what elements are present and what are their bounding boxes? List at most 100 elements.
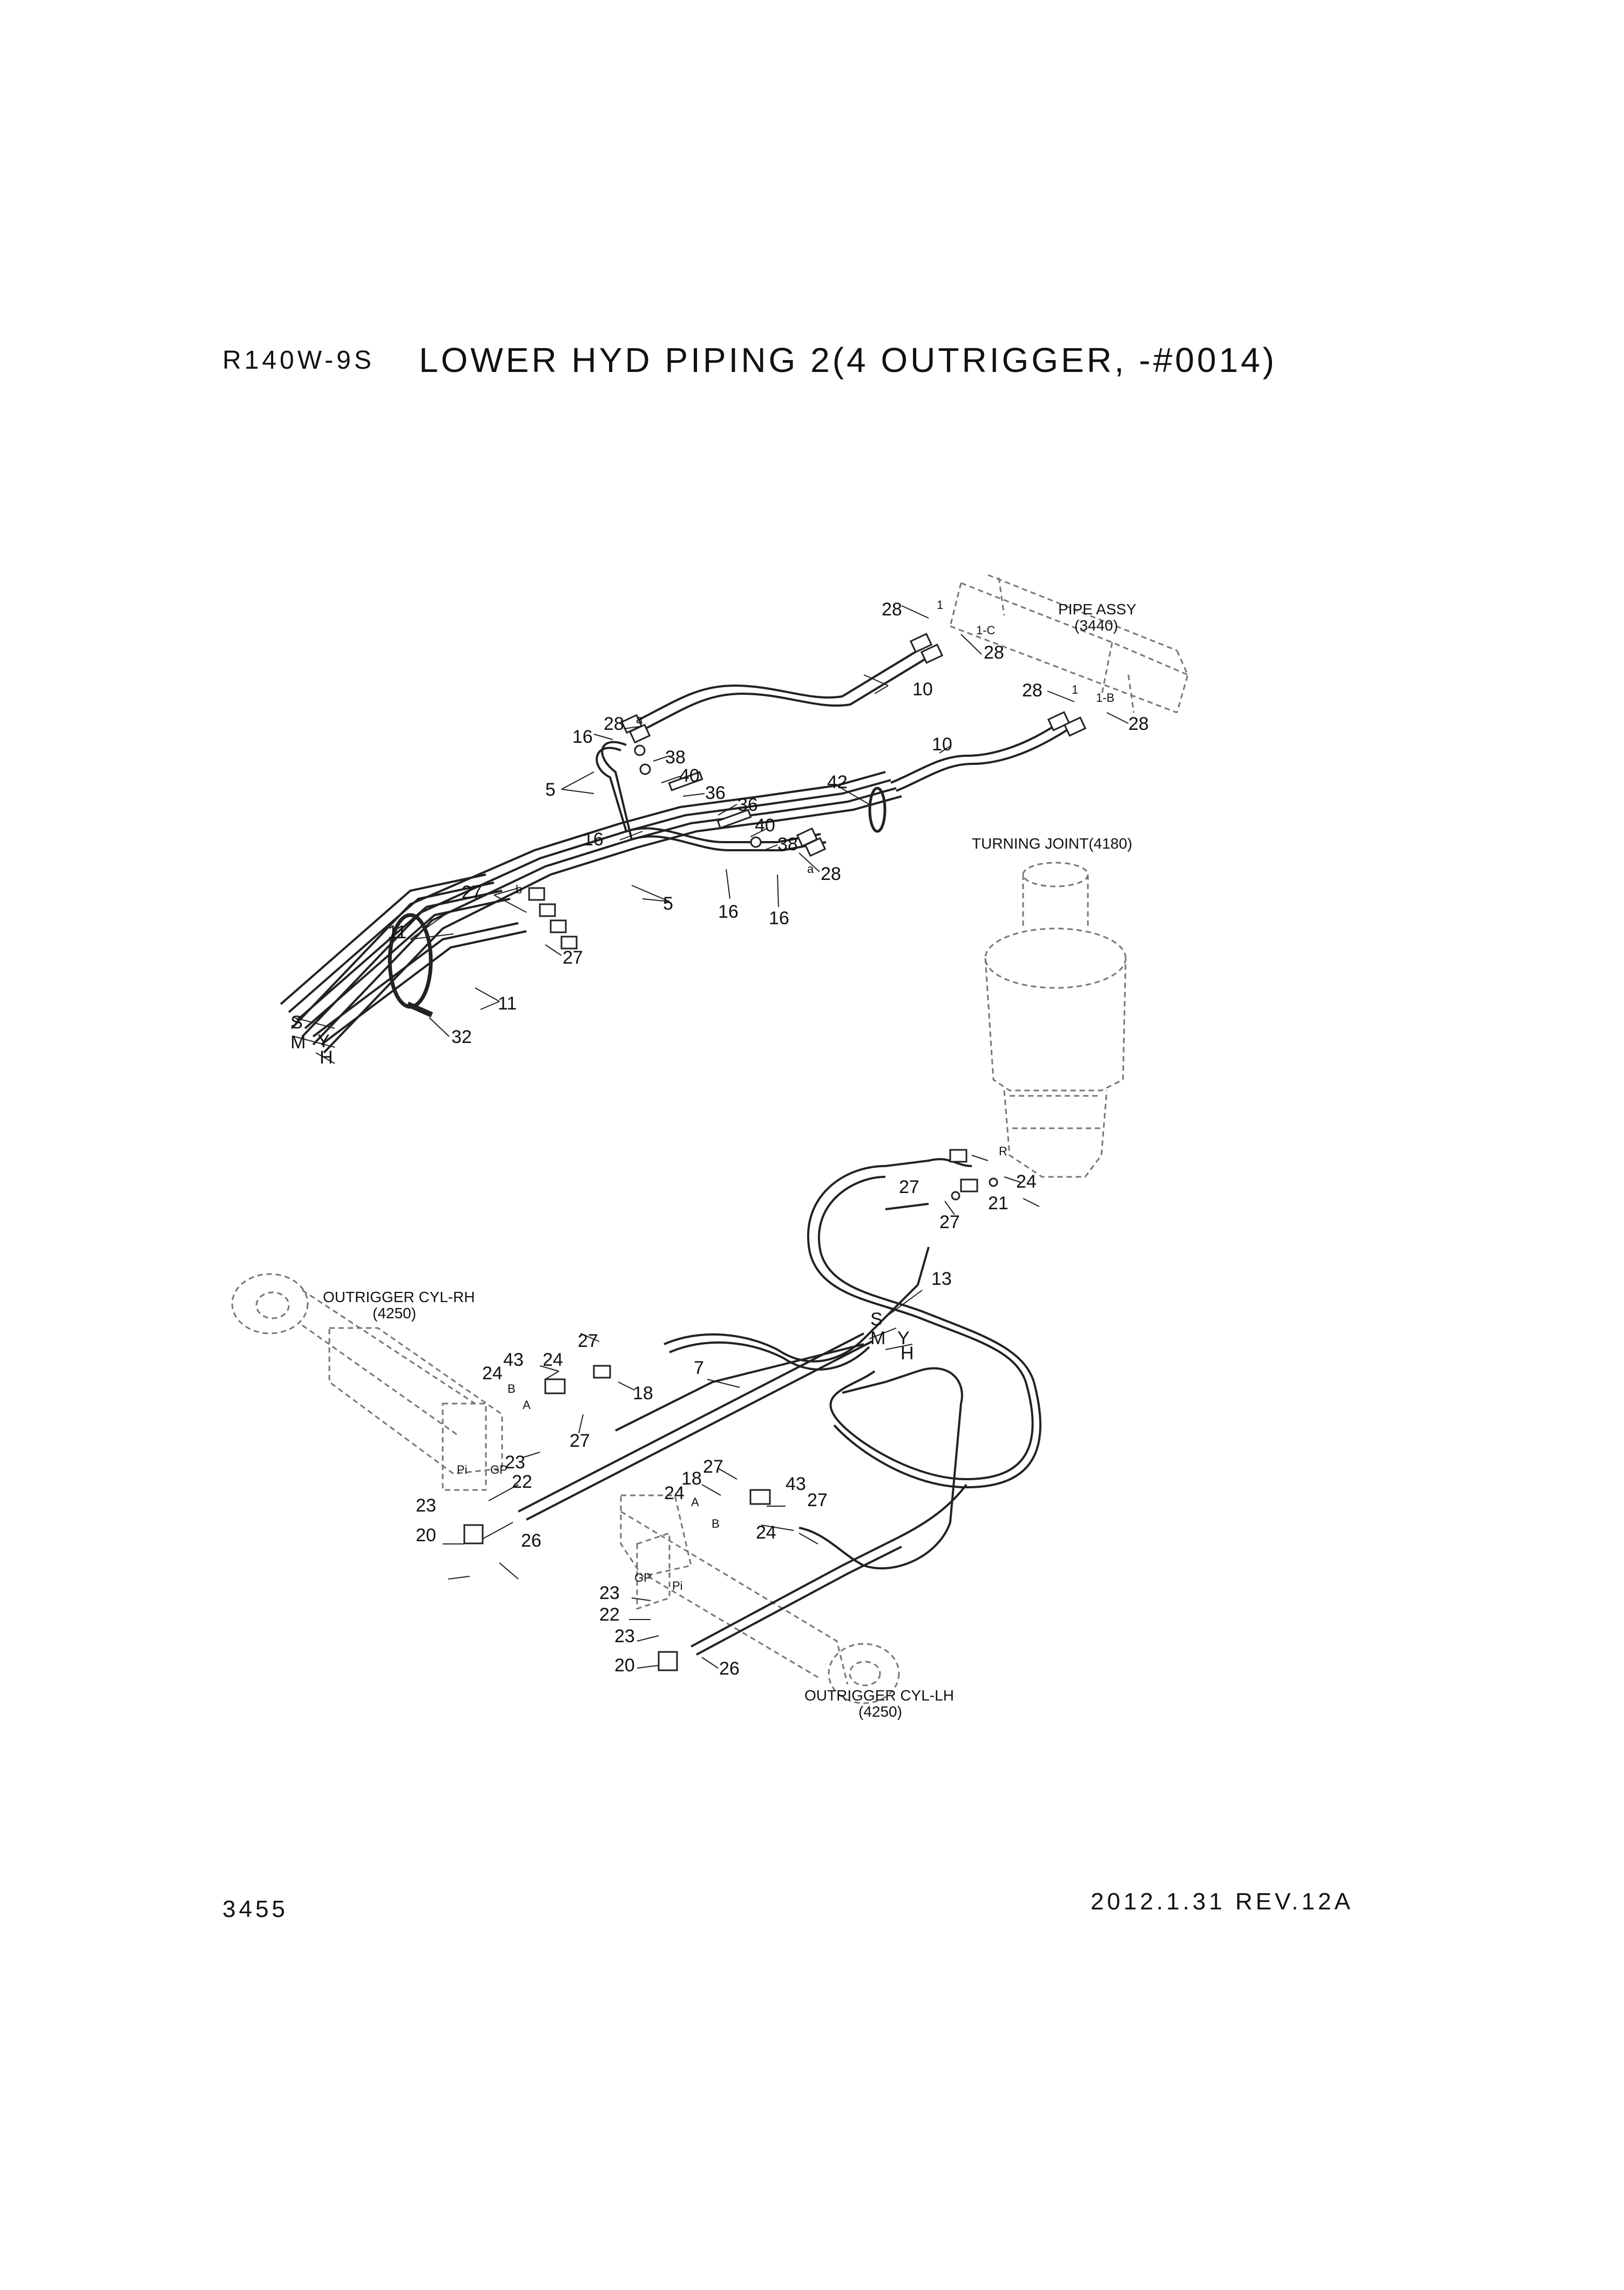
note-outrigger-cyl-lh-ref: (4250) [858,1703,902,1720]
callout-18: 18 [681,1468,702,1489]
callout-5: 5 [663,893,673,914]
port-b: B [712,1517,720,1530]
hose-16-loop [596,741,633,840]
port-y: Y [897,1328,910,1349]
callout-43: 43 [503,1350,524,1370]
callout-16: 16 [718,902,739,922]
callout-24: 24 [543,1350,563,1370]
hoses-to-cylinders [518,1332,967,1656]
fittings [463,633,1087,1671]
leader-lines [294,605,1129,1669]
callout-11: 11 [498,993,517,1014]
callout-23: 23 [505,1452,525,1473]
callout-42: 42 [827,772,848,792]
hose-10-lower [890,722,1070,792]
port-1-b: 1-B [1096,691,1114,704]
callout-27: 27 [807,1490,828,1510]
callout-labels: 28 28 10 28 28 10 28 16 38 40 36 5 16 42… [388,599,1149,1679]
callout-16: 16 [769,908,789,929]
pipe-assy-phantom [949,574,1189,714]
clamp-42 [868,787,887,833]
port-m: M [290,1032,306,1053]
port-s: S [290,1012,303,1033]
callout-11: 11 [388,922,407,943]
notes: PIPE ASSY (3440) TURNING JOINT(4180) OUT… [323,601,1136,1720]
port-h: H [901,1343,914,1364]
port-pi: Pi [672,1579,683,1593]
callout-21: 21 [988,1193,1009,1214]
port-letters: S M Y H S M Y H a b a B A A B R Pi GP Pi… [290,598,1114,1593]
callout-32: 32 [451,1027,472,1047]
callout-10: 10 [912,679,933,700]
note-pipe-assy: PIPE ASSY [1058,601,1136,618]
callout-20: 20 [614,1655,635,1676]
callout-27: 27 [563,947,583,968]
port-gp: GP [490,1463,508,1476]
clamp-32 [388,913,434,1018]
callout-28: 28 [984,642,1004,663]
hose-7 [664,1246,930,1371]
callout-27: 27 [703,1456,723,1477]
callout-23: 23 [614,1626,635,1647]
hose-turning-joint [885,1158,972,1210]
callout-26: 26 [719,1658,740,1679]
callout-24: 24 [482,1363,503,1384]
outrigger-cyl-rh-phantom [231,1273,503,1491]
callout-28: 28 [1128,714,1149,734]
callout-27: 27 [899,1177,919,1197]
port-r: R [999,1144,1007,1158]
port-1: 1 [1072,683,1078,696]
hose-10-upper [631,649,927,733]
hose-13 [807,1165,1041,1489]
hose-11-bundle [280,873,527,1046]
port-b: B [508,1382,516,1395]
callout-28: 28 [882,599,902,620]
port-pi: Pi [457,1463,468,1476]
callout-27: 27 [570,1431,590,1451]
callout-13: 13 [931,1269,952,1289]
port-a: A [523,1398,531,1412]
callout-24: 24 [756,1522,776,1543]
callout-27: 27 [578,1331,598,1351]
callout-26: 26 [521,1530,542,1551]
callout-23: 23 [416,1495,436,1516]
note-outrigger-cyl-rh-ref: (4250) [373,1305,416,1322]
port-b: b [516,883,522,896]
model-number: R140W-9S [222,346,375,375]
callout-22: 22 [599,1604,620,1625]
port-m: M [870,1328,885,1349]
callout-18: 18 [633,1383,653,1404]
callout-28: 28 [604,714,624,734]
note-outrigger-cyl-rh: OUTRIGGER CYL-RH [323,1289,475,1305]
callout-40: 40 [679,765,700,786]
callout-36: 36 [737,795,758,815]
outrigger-cyl-lh-phantom [620,1494,900,1704]
callout-24: 24 [664,1483,685,1503]
port-gp: GP [634,1571,652,1584]
callout-22: 22 [512,1472,532,1492]
callout-28: 28 [1022,680,1043,701]
callout-23: 23 [599,1583,620,1603]
note-pipe-assy-ref: (3440) [1074,617,1118,634]
callout-27: 27 [462,882,482,903]
callout-5: 5 [545,780,556,800]
port-a: a [636,713,643,726]
page-title: LOWER HYD PIPING 2(4 OUTRIGGER, -#0014) [419,341,1277,380]
port-y: Y [317,1031,330,1052]
callout-16: 16 [572,727,593,747]
callout-38: 38 [665,747,686,768]
hose-bundle-upper [290,771,902,1054]
port-h: H [320,1047,333,1068]
turning-joint-phantom [984,862,1127,1178]
callout-43: 43 [786,1474,806,1494]
callout-40: 40 [755,815,775,836]
port-1-c: 1-C [976,624,996,637]
callout-27: 27 [939,1212,960,1232]
callout-28: 28 [821,864,841,884]
port-s: S [870,1309,883,1330]
callout-20: 20 [416,1525,436,1546]
callout-38: 38 [777,834,798,855]
revision-date: 2012.1.31 REV.12A [1091,1888,1354,1915]
callout-16: 16 [583,829,604,850]
